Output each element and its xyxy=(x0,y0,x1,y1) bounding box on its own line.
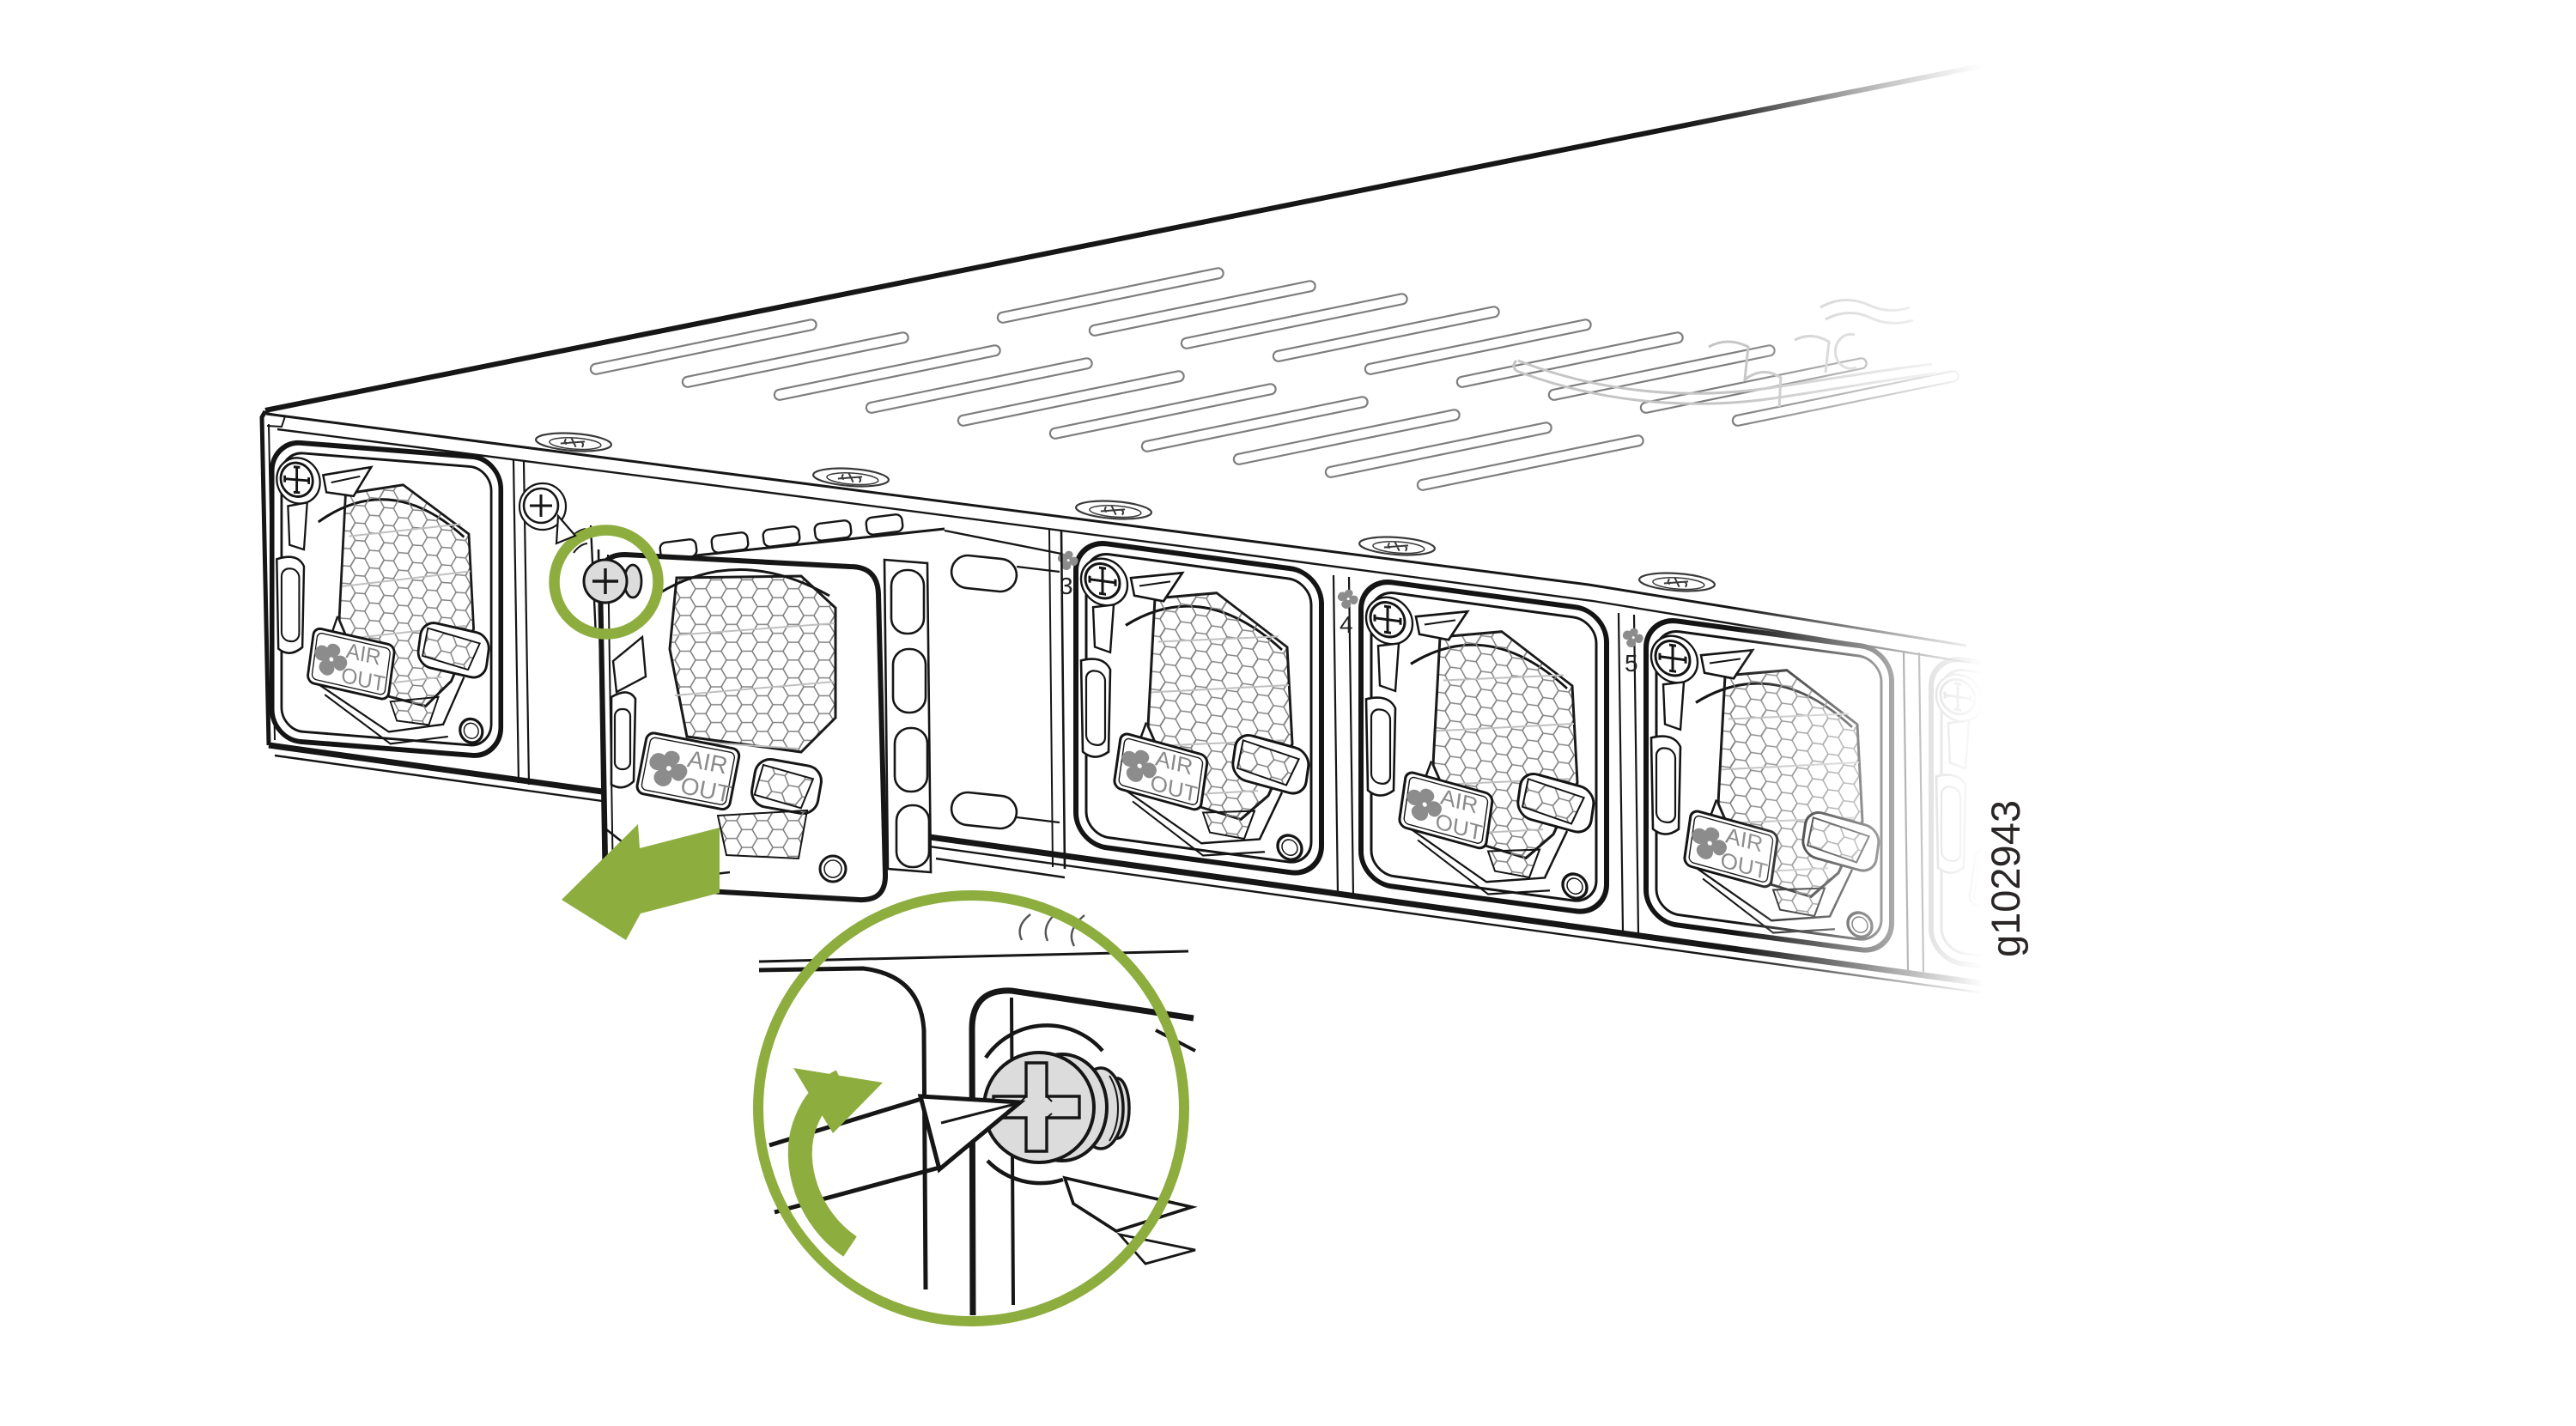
svg-text:g102943: g102943 xyxy=(1983,800,2028,957)
svg-text:4: 4 xyxy=(1340,611,1353,638)
svg-text:5: 5 xyxy=(1625,650,1638,677)
